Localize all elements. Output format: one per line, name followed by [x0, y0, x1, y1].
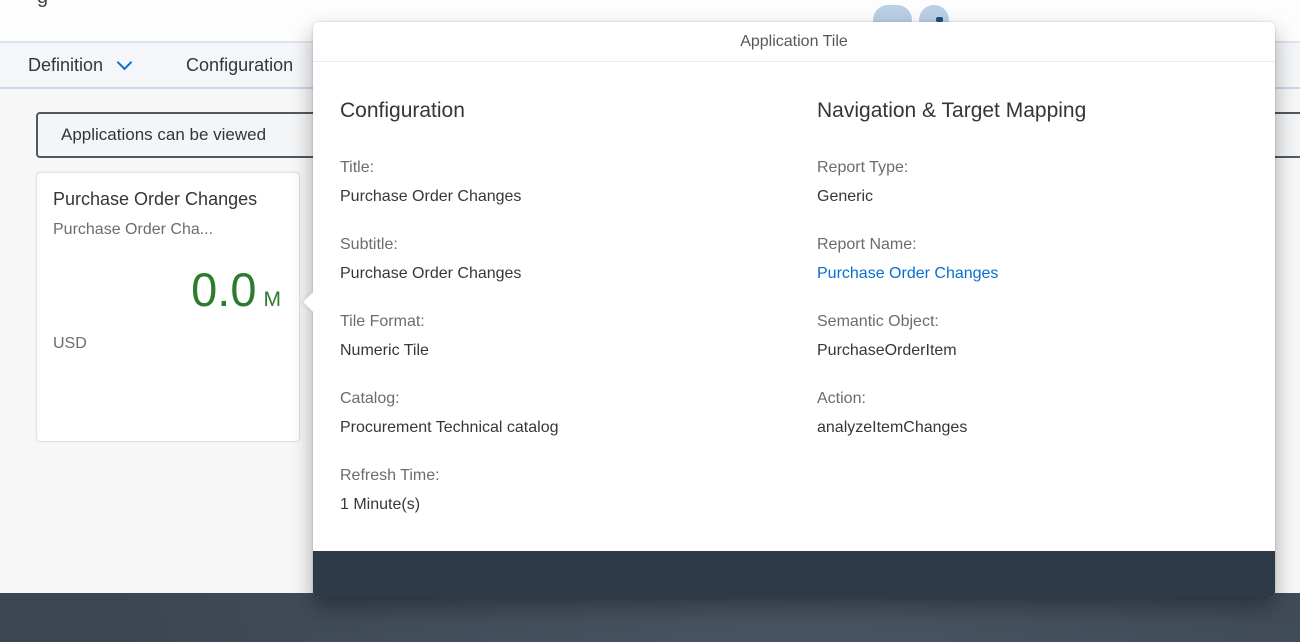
field-value: Generic [817, 188, 874, 205]
field-action: Action: analyzeItemChanges [817, 388, 1275, 439]
dropdown-glyph-icon [936, 17, 943, 22]
navigation-section: Navigation & Target Mapping Report Type:… [817, 99, 1275, 542]
kpi-value: 0.0 [191, 263, 257, 316]
tab-configuration[interactable]: Configuration [186, 55, 293, 76]
field-label: Refresh Time: [340, 467, 440, 484]
message-strip-text: Applications can be viewed [61, 125, 267, 144]
field-report-name: Report Name: Purchase Order Changes [817, 234, 1275, 285]
chevron-down-icon [116, 54, 133, 71]
field-label: Semantic Object: [817, 313, 939, 330]
field-value: Procurement Technical catalog [340, 419, 559, 436]
field-subtitle: Subtitle: Purchase Order Changes [340, 234, 817, 285]
field-semantic-object: Semantic Object: PurchaseOrderItem [817, 311, 1275, 362]
popover-footer-bar [313, 551, 1275, 598]
kpi-scale: M [263, 288, 282, 311]
page-footer [0, 593, 1300, 642]
report-name-link[interactable]: Purchase Order Changes [817, 265, 999, 282]
field-label: Tile Format: [340, 313, 425, 330]
field-value: PurchaseOrderItem [817, 342, 957, 359]
configuration-section: Configuration Title: Purchase Order Chan… [340, 99, 817, 542]
field-label: Subtitle: [340, 236, 398, 253]
field-refresh-time: Refresh Time: 1 Minute(s) [340, 465, 817, 516]
field-value: 1 Minute(s) [340, 496, 421, 513]
field-catalog: Catalog: Procurement Technical catalog [340, 388, 817, 439]
field-value: analyzeItemChanges [817, 419, 968, 436]
field-value: Numeric Tile [340, 342, 429, 359]
field-report-type: Report Type: Generic [817, 157, 1275, 208]
field-label: Action: [817, 390, 866, 407]
field-label: Report Type: [817, 159, 909, 176]
tab-configuration-label: Configuration [186, 54, 294, 75]
field-tile-format: Tile Format: Numeric Tile [340, 311, 817, 362]
section-heading-configuration: Configuration [340, 99, 465, 122]
kpi-tile[interactable]: Purchase Order Changes Purchase Order Ch… [36, 172, 300, 442]
popover-title: Application Tile [313, 22, 1275, 62]
tab-definition-label: Definition [28, 54, 104, 75]
field-label: Report Name: [817, 236, 917, 253]
field-label: Catalog: [340, 390, 400, 407]
popover-body: Configuration Title: Purchase Order Chan… [313, 62, 1275, 542]
tile-unit: USD [53, 335, 87, 352]
field-label: Title: [340, 159, 375, 176]
field-title: Title: Purchase Order Changes [340, 157, 817, 208]
tab-definition[interactable]: Definition [28, 54, 133, 76]
tile-kpi: 0.0 M [53, 265, 283, 315]
field-value: Purchase Order Changes [340, 188, 522, 205]
tile-subtitle: Purchase Order Cha... [53, 221, 214, 238]
application-tile-popover: Application Tile Configuration Title: Pu… [303, 22, 1275, 598]
section-heading-navigation: Navigation & Target Mapping [817, 99, 1087, 122]
tile-title: Purchase Order Changes [53, 189, 258, 209]
field-value: Purchase Order Changes [340, 265, 522, 282]
page-title-fragment: g [37, 0, 48, 9]
